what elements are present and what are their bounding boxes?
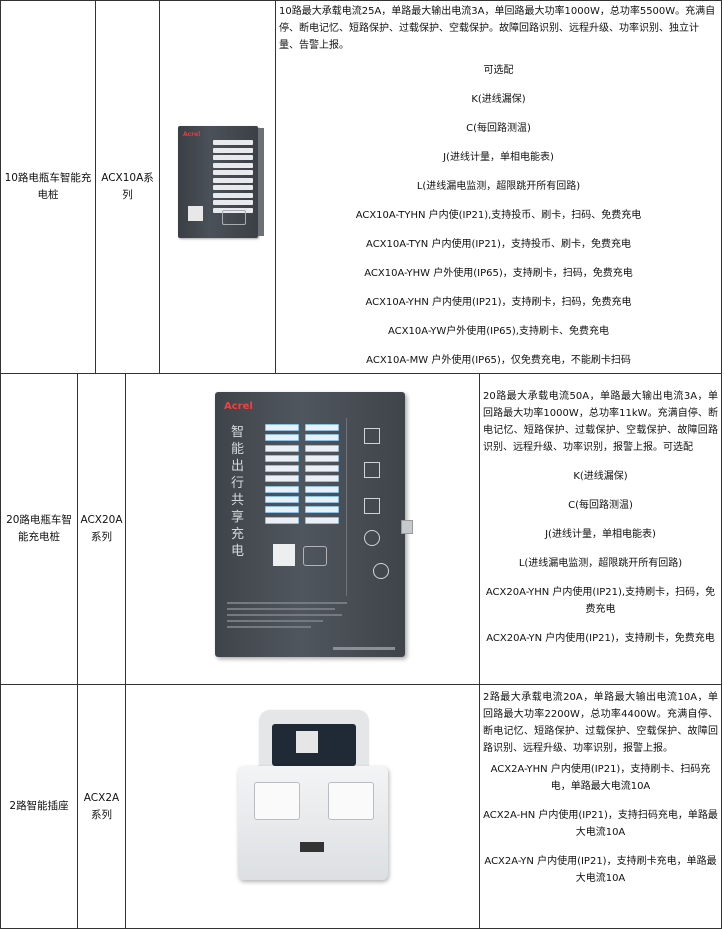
charging-port-indicator bbox=[265, 454, 299, 462]
product-name-cell: 20路电瓶车智能充电桩 bbox=[1, 374, 78, 684]
product-row-acx10a: 10路电瓶车智能充电桩 ACX10A系列 Acrel 10路最大承载电流25A，… bbox=[0, 0, 722, 374]
charging-port-indicator bbox=[265, 475, 299, 483]
charging-port-indicator bbox=[305, 516, 339, 524]
model-item: ACX20A-YN 户内使用(IP21)，支持刷卡，免费充电 bbox=[486, 633, 715, 644]
product-description-cell: 20路最大承载电流50A，单路最大输出电流3A，单回路最大功率1000W，总功率… bbox=[480, 374, 721, 684]
option-item: 可选配 bbox=[483, 65, 514, 76]
socket-icon bbox=[254, 782, 300, 820]
product-description: 2路最大承载电流20A，单路最大输出电流10A，单回路最大功率2200W，总功率… bbox=[483, 692, 718, 754]
charging-port-indicator bbox=[305, 424, 339, 431]
model-item: ACX2A-YN 户内使用(IP21)，支持刷卡充电，单路最大电流10A bbox=[484, 856, 717, 884]
button-icon bbox=[364, 530, 380, 546]
product-image-cell: Acrel bbox=[160, 1, 276, 373]
charging-port-indicator bbox=[305, 444, 339, 452]
socket-icon bbox=[328, 782, 374, 820]
charging-port-indicator bbox=[213, 200, 253, 205]
model-item: ACX10A-TYN 户内使用(IP21)，支持投币、刷卡，免费充电 bbox=[366, 239, 631, 250]
card-icon bbox=[364, 498, 380, 514]
product-series-cell: ACX2A系列 bbox=[78, 685, 126, 928]
product-series: ACX10A系列 bbox=[101, 172, 154, 201]
acx2a-device-image bbox=[238, 710, 388, 880]
product-series: ACX2A系列 bbox=[83, 791, 120, 821]
charging-port-indicator bbox=[265, 516, 299, 524]
product-description-cell: 10路最大承载电流25A，单路最大输出电流3A，单回路最大功率1000W，总功率… bbox=[276, 1, 721, 373]
model-item: ACX10A-YHN 户内使用(IP21)，支持刷卡，扫码，免费充电 bbox=[365, 297, 632, 308]
charging-port-indicator bbox=[213, 162, 253, 168]
instruction-panel bbox=[346, 418, 397, 596]
charging-port-indicator bbox=[305, 465, 339, 473]
acx20a-device-image: Acrel 智能出行 共享充电 bbox=[215, 392, 413, 657]
product-image-cell bbox=[126, 685, 480, 928]
charging-port-indicator bbox=[265, 444, 299, 452]
product-row-acx20a: 20路电瓶车智能充电桩 ACX20A系列 Acrel 智能出行 共享充电 bbox=[0, 373, 722, 685]
charging-port-indicator bbox=[305, 506, 339, 514]
card-reader-icon bbox=[303, 546, 327, 566]
model-item: ACX2A-HN 户内使用(IP21)，支持扫码充电，单路最大电流10A bbox=[483, 810, 718, 838]
charging-port-indicator bbox=[305, 454, 339, 462]
charging-port-indicator bbox=[305, 475, 339, 483]
charging-port-indicator bbox=[305, 434, 339, 442]
model-item: ACX10A-YHW 户外使用(IP65)，支持刷卡，扫码，免费充电 bbox=[364, 268, 633, 279]
option-item: J(进线计量，单相电能表) bbox=[443, 152, 554, 163]
model-item: ACX10A-TYHN 户内使(IP21),支持投币、刷卡，扫码、免费充电 bbox=[355, 210, 642, 221]
charging-port-indicator bbox=[213, 185, 253, 190]
charging-port-indicator bbox=[265, 424, 299, 431]
option-item: C(每回路测温) bbox=[466, 123, 531, 134]
option-item: L(进线漏电监测，超限跳开所有回路) bbox=[416, 181, 581, 192]
product-description-cell: 2路最大承载电流20A，单路最大输出电流10A，单回路最大功率2200W，总功率… bbox=[480, 685, 721, 928]
product-image-cell: Acrel 智能出行 共享充电 bbox=[126, 374, 480, 684]
option-item: L(进线漏电监测，超限跳开所有回路) bbox=[518, 558, 683, 569]
charging-port-indicator bbox=[213, 140, 253, 145]
charging-port-indicator bbox=[265, 465, 299, 473]
charging-port-indicator bbox=[213, 192, 253, 198]
product-name-cell: 2路智能插座 bbox=[1, 685, 78, 928]
product-row-acx2a: 2路智能插座 ACX2A系列 2路最大承载电流20A，单路最大输出电流10A，单… bbox=[0, 684, 722, 929]
device-vertical-slogan: 智能出行 共享充电 bbox=[231, 425, 245, 559]
qr-code-icon bbox=[296, 731, 318, 753]
product-name-cell: 10路电瓶车智能充电桩 bbox=[1, 1, 96, 373]
product-series: ACX20A系列 bbox=[80, 514, 123, 543]
charging-port-indicator bbox=[265, 496, 299, 504]
option-item: J(进线计量，单相电能表) bbox=[545, 529, 656, 540]
product-series-cell: ACX10A系列 bbox=[96, 1, 160, 373]
qr-code-icon bbox=[273, 544, 295, 566]
acrel-logo: Acrel bbox=[183, 131, 201, 138]
product-name: 20路电瓶车智能充电桩 bbox=[6, 514, 72, 543]
charging-port-indicator bbox=[265, 485, 299, 493]
charging-port-indicator bbox=[213, 155, 253, 160]
charging-port-indicator bbox=[213, 147, 253, 153]
acrel-logo: Acrel bbox=[224, 401, 253, 412]
qr-code-icon bbox=[188, 206, 203, 221]
option-item: K(进线漏保) bbox=[471, 94, 526, 105]
card-reader-icon bbox=[222, 210, 246, 225]
plug-icon bbox=[364, 428, 380, 444]
product-name: 2路智能插座 bbox=[9, 800, 69, 812]
charging-port-indicator bbox=[265, 434, 299, 442]
charging-port-indicator bbox=[305, 496, 339, 504]
model-item: ACX10A-MW 户外使用(IP65)，仅免费充电，不能刷卡扫码 bbox=[366, 355, 631, 366]
product-description: 10路最大承载电流25A，单路最大输出电流3A，单回路最大功率1000W，总功率… bbox=[279, 6, 716, 51]
charging-port-indicator bbox=[265, 506, 299, 514]
option-item: C(每回路测温) bbox=[568, 500, 633, 511]
charge-icon bbox=[364, 462, 380, 478]
model-item: ACX20A-YHN 户内使用(IP21),支持刷卡，扫码，免费充电 bbox=[485, 587, 716, 615]
charging-port-indicator bbox=[305, 485, 339, 493]
option-item: K(进线漏保) bbox=[573, 471, 628, 482]
acx10a-device-image: Acrel bbox=[178, 126, 264, 238]
model-item: ACX10A-YW户外使用(IP65),支持刷卡、免费充电 bbox=[388, 326, 609, 337]
product-series-cell: ACX20A系列 bbox=[78, 374, 126, 684]
charging-port-indicator bbox=[213, 170, 253, 175]
product-description: 20路最大承载电流50A，单路最大输出电流3A，单回路最大功率1000W，总功率… bbox=[483, 391, 718, 453]
clock-icon bbox=[373, 563, 389, 579]
product-name: 10路电瓶车智能充电桩 bbox=[4, 172, 92, 201]
model-item: ACX2A-YHN 户内使用(IP21)，支持刷卡、扫码充电，单路最大电流10A bbox=[490, 764, 711, 792]
charging-port-indicator bbox=[213, 177, 253, 183]
